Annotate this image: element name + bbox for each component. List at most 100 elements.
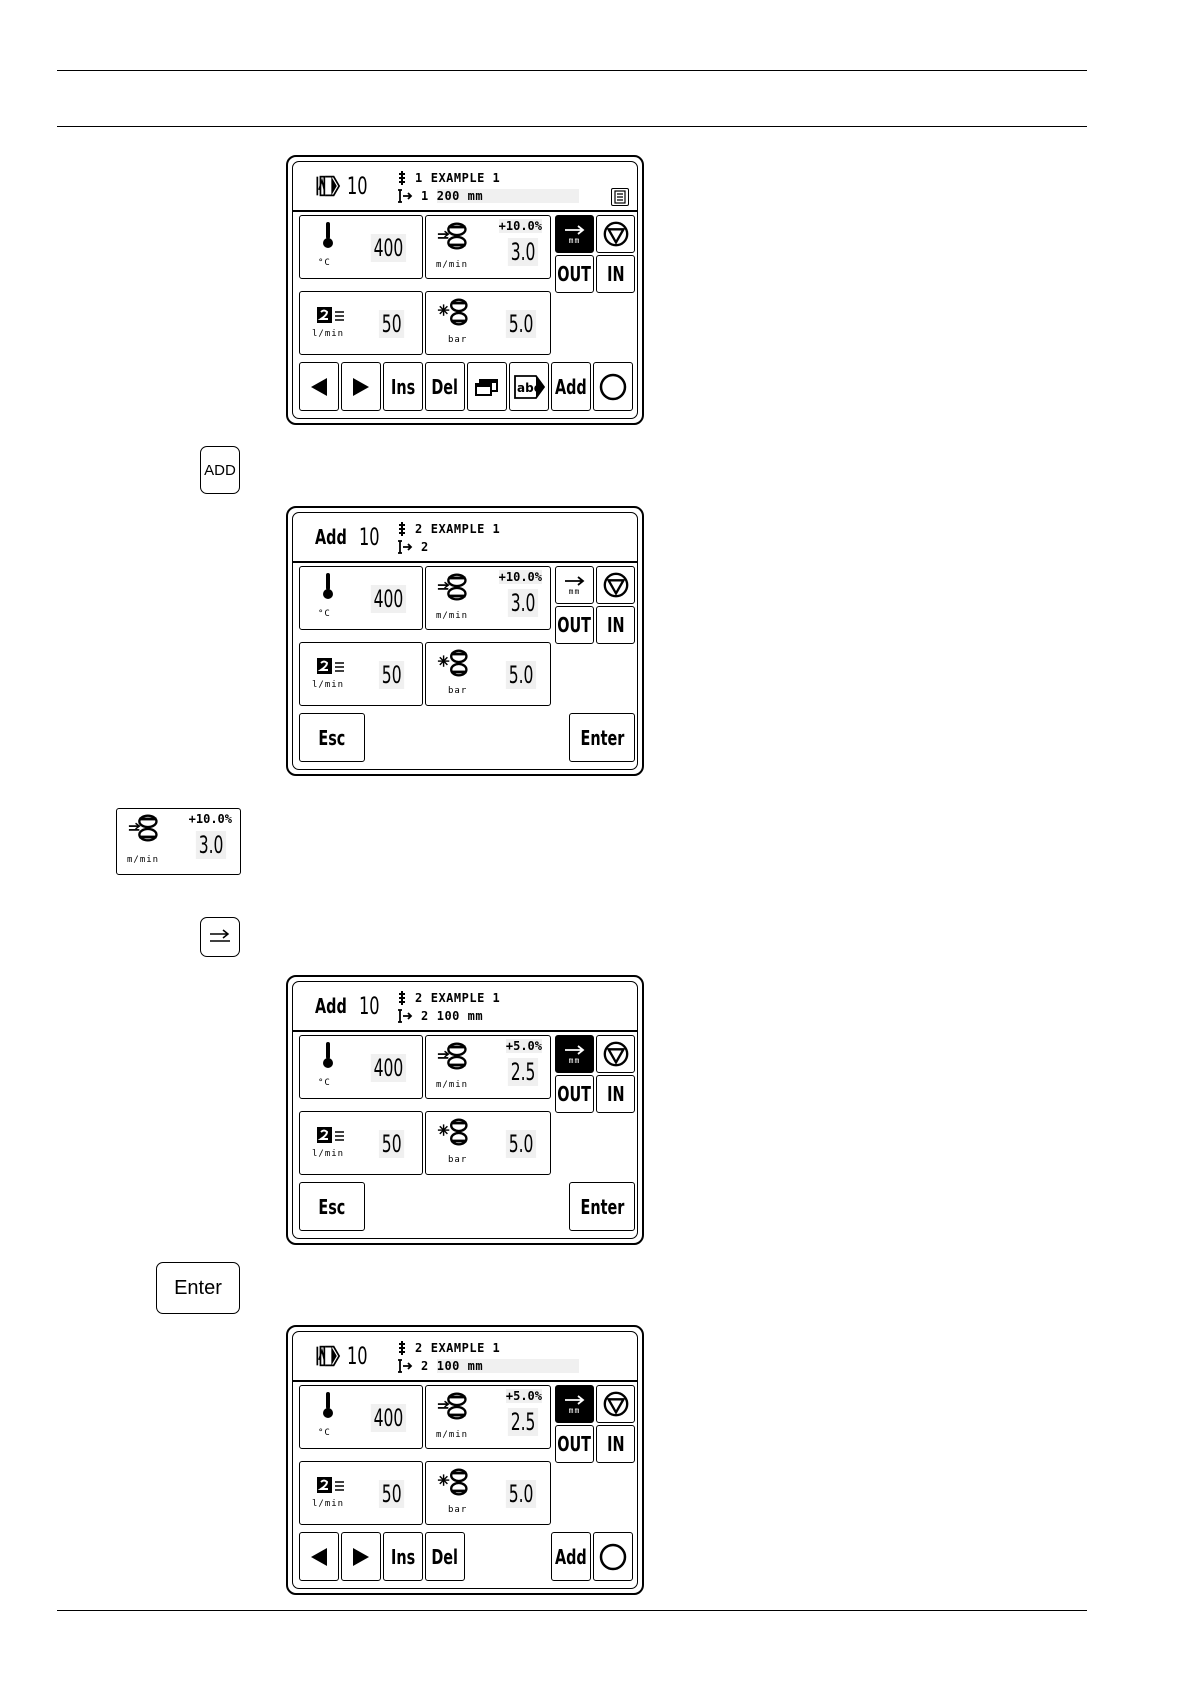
- triangle-right-icon: [353, 377, 369, 396]
- drive-rollers-icon: [436, 221, 474, 251]
- pressure-tile[interactable]: bar 5.0: [425, 291, 551, 355]
- del-label: Del: [431, 1544, 459, 1569]
- enter-key[interactable]: Enter: [156, 1262, 240, 1314]
- stop-button[interactable]: [596, 1035, 635, 1073]
- add-button[interactable]: Add: [551, 1532, 591, 1581]
- start-button[interactable]: [593, 1532, 633, 1581]
- ins-button[interactable]: Ins: [383, 362, 423, 411]
- length-icon: [398, 540, 413, 554]
- header-line1-text: EXAMPLE 1: [430, 171, 501, 185]
- airflow-tile[interactable]: l/min 50: [299, 291, 423, 355]
- header-line2-number: 2: [421, 540, 429, 554]
- circle-icon: [599, 373, 627, 400]
- pressure-value: 5.0: [505, 1480, 536, 1508]
- temperature-unit: °C: [318, 609, 331, 619]
- temperature-value: 400: [370, 234, 406, 262]
- memo-icon[interactable]: [611, 188, 629, 206]
- airflow-tile[interactable]: l/min 50: [299, 1111, 423, 1175]
- out-button[interactable]: OUT: [555, 255, 594, 293]
- speed-unit: m/min: [436, 1430, 469, 1440]
- prev-button[interactable]: [299, 362, 339, 411]
- in-label: IN: [606, 613, 625, 637]
- in-button[interactable]: IN: [596, 1075, 635, 1113]
- mm-direction-button[interactable]: mm: [555, 1385, 594, 1423]
- second-rule: [57, 126, 1087, 127]
- step-index-icon: [399, 171, 405, 185]
- pressure-value: 5.0: [505, 1130, 536, 1158]
- airflow-tile[interactable]: l/min 50: [299, 1461, 423, 1525]
- direction-key[interactable]: [200, 917, 240, 957]
- out-button[interactable]: OUT: [555, 1425, 594, 1463]
- header-line2-number: 2: [421, 1359, 429, 1373]
- ins-button[interactable]: Ins: [383, 1532, 423, 1581]
- in-button[interactable]: IN: [596, 606, 635, 644]
- cooling-rollers-icon: [436, 648, 474, 678]
- temperature-tile[interactable]: °C 400: [299, 215, 423, 279]
- top-rule: [57, 70, 1087, 71]
- windows-button[interactable]: [467, 362, 507, 411]
- airflow-unit: l/min: [312, 680, 345, 690]
- enter-button[interactable]: Enter: [569, 1182, 635, 1231]
- header-line2-text: 200 mm: [436, 189, 580, 203]
- speed-tile[interactable]: +5.0% m/min 2.5: [425, 1385, 551, 1449]
- pressure-value: 5.0: [505, 661, 536, 689]
- pressure-tile[interactable]: bar 5.0: [425, 1461, 551, 1525]
- pressure-unit: bar: [448, 1155, 468, 1165]
- circle-icon: [599, 1543, 627, 1570]
- temperature-tile[interactable]: °C 400: [299, 566, 423, 630]
- prev-button[interactable]: [299, 1532, 339, 1581]
- out-button[interactable]: OUT: [555, 1075, 594, 1113]
- screen-3-add: Add 10 2 EXAMPLE 1 2 100 mm °C 400 +5.0%…: [286, 975, 644, 1245]
- speed-tile-detail: +10.0% m/min 3.0: [116, 808, 241, 875]
- text-button[interactable]: abc: [509, 362, 549, 411]
- temperature-unit: °C: [318, 258, 331, 268]
- step-number: 10: [358, 523, 380, 551]
- length-icon: [398, 189, 413, 203]
- header-line2-number: 1: [421, 189, 429, 203]
- add-label: Add: [555, 1544, 587, 1569]
- temperature-tile[interactable]: °C 400: [299, 1385, 423, 1449]
- add-key[interactable]: ADD: [200, 446, 240, 494]
- del-button[interactable]: Del: [425, 1532, 465, 1581]
- mm-direction-button[interactable]: mm: [555, 1035, 594, 1073]
- step-index-icon: [399, 522, 405, 536]
- airflow-value: 50: [378, 310, 404, 338]
- screen-1-header: 10 1 EXAMPLE 1 1 200 mm: [293, 162, 637, 212]
- next-button[interactable]: [341, 362, 381, 411]
- header-line2-text: 100 mm: [436, 1359, 580, 1373]
- esc-button[interactable]: Esc: [299, 713, 365, 762]
- out-button[interactable]: OUT: [555, 606, 594, 644]
- stop-button[interactable]: [596, 1385, 635, 1423]
- enter-button[interactable]: Enter: [569, 713, 635, 762]
- speed-tile[interactable]: +10.0% m/min 3.0: [425, 215, 551, 279]
- enter-label: Enter: [580, 725, 624, 750]
- temperature-tile[interactable]: °C 400: [299, 1035, 423, 1099]
- esc-button[interactable]: Esc: [299, 1182, 365, 1231]
- airflow-icon: [317, 306, 347, 326]
- next-button[interactable]: [341, 1532, 381, 1581]
- pressure-tile[interactable]: bar 5.0: [425, 642, 551, 706]
- stop-button[interactable]: [596, 566, 635, 604]
- airflow-tile[interactable]: l/min 50: [299, 642, 423, 706]
- mm-label: mm: [568, 235, 581, 245]
- stop-button[interactable]: [596, 215, 635, 253]
- start-button[interactable]: [593, 362, 633, 411]
- header-line1-text: EXAMPLE 1: [430, 1341, 501, 1355]
- in-button[interactable]: IN: [596, 1425, 635, 1463]
- windows-icon: [475, 378, 498, 396]
- header-line2-number: 2: [421, 1009, 429, 1023]
- mm-direction-button[interactable]: mm: [555, 566, 594, 604]
- header-line1-text: EXAMPLE 1: [430, 991, 501, 1005]
- add-button[interactable]: Add: [551, 362, 591, 411]
- mm-direction-button[interactable]: mm: [555, 215, 594, 253]
- drive-rollers-icon: [127, 813, 165, 843]
- airflow-unit: l/min: [312, 329, 345, 339]
- step-number: 10: [347, 1342, 368, 1370]
- speed-tile[interactable]: +10.0% m/min 3.0: [425, 566, 551, 630]
- pressure-tile[interactable]: bar 5.0: [425, 1111, 551, 1175]
- speed-unit: m/min: [436, 260, 469, 270]
- length-icon: [398, 1359, 413, 1373]
- del-button[interactable]: Del: [425, 362, 465, 411]
- in-button[interactable]: IN: [596, 255, 635, 293]
- speed-tile[interactable]: +5.0% m/min 2.5: [425, 1035, 551, 1099]
